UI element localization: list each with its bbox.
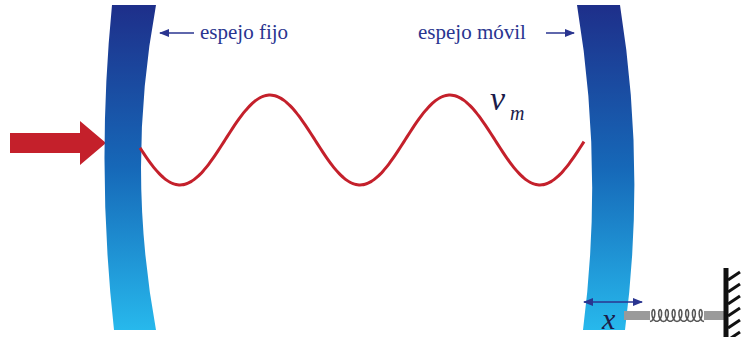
movable-mirror (577, 5, 634, 330)
leader-arrow (160, 32, 194, 34)
spring-rod (704, 311, 724, 320)
standing-wave (140, 95, 584, 185)
frequency-subscript: m (510, 103, 524, 123)
hatch-stroke (728, 308, 740, 316)
leader-arrow (546, 32, 574, 34)
hatch-stroke (728, 284, 740, 292)
frequency-symbol: ν (490, 82, 505, 116)
wall-hatching (728, 272, 740, 337)
displacement-symbol: x (602, 304, 615, 334)
hatch-stroke (728, 272, 740, 280)
input-beam-arrow (10, 121, 106, 165)
fixed-mirror (104, 5, 156, 330)
mirror-label: espejo fijo (200, 22, 288, 43)
mirror-label: espejo móvil (418, 22, 526, 43)
displacement-arrow (584, 301, 642, 303)
hatch-stroke (728, 320, 740, 328)
spring-rod (624, 311, 650, 320)
hatch-stroke (728, 296, 740, 304)
hatch-stroke (728, 332, 740, 337)
spring-coil (650, 310, 704, 322)
